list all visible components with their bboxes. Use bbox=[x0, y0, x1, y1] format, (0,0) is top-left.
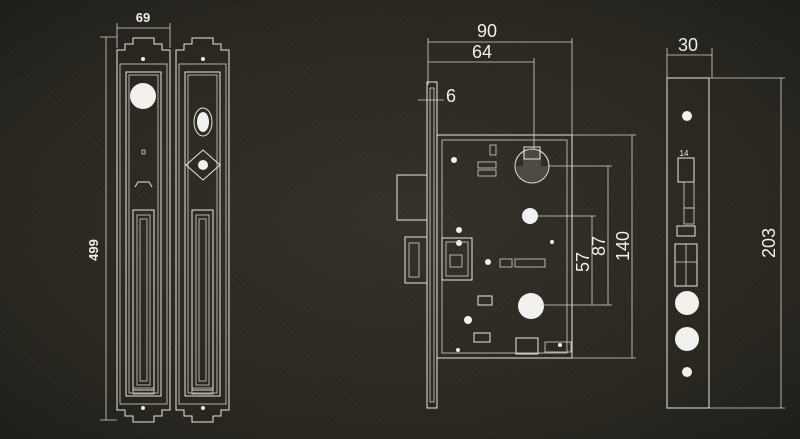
dimension-499: 499 bbox=[86, 36, 117, 421]
side-view: 30 14 203 bbox=[666, 35, 785, 409]
lockbody-view: 90 64 6 bbox=[396, 21, 636, 409]
escutcheon-plate-right bbox=[175, 37, 230, 423]
label-87: 87 bbox=[589, 236, 609, 256]
side-faceplate bbox=[666, 77, 710, 409]
label-6: 6 bbox=[446, 86, 456, 106]
faceplate bbox=[426, 81, 438, 409]
lock-case bbox=[436, 134, 573, 359]
dimension-64: 64 bbox=[428, 42, 535, 150]
thumbturn-hole bbox=[198, 160, 208, 170]
dimension-203: 203 bbox=[709, 77, 785, 409]
dimension-87: 87 bbox=[548, 165, 612, 306]
side-hole-upper bbox=[675, 291, 699, 315]
escutcheon-plate-left bbox=[116, 37, 171, 423]
latch-bolt bbox=[404, 236, 428, 284]
dimension-69: 69 bbox=[116, 10, 171, 48]
lever-hub-bottom bbox=[518, 293, 544, 319]
dimension-90: 90 bbox=[427, 21, 573, 135]
side-hole-lower bbox=[675, 327, 699, 351]
cylinder-hole bbox=[197, 112, 209, 132]
dimension-30: 30 bbox=[666, 35, 713, 78]
front-view: 69 499 bbox=[86, 10, 230, 423]
label-30: 30 bbox=[678, 35, 698, 55]
label-90: 90 bbox=[477, 21, 497, 41]
dimension-6: 6 bbox=[418, 86, 456, 106]
label-203: 203 bbox=[759, 228, 779, 258]
label-14: 14 bbox=[680, 149, 689, 158]
lever-hub-top bbox=[522, 208, 538, 224]
label-69: 69 bbox=[136, 10, 150, 25]
knob-hole-left bbox=[130, 83, 156, 109]
label-57: 57 bbox=[573, 252, 593, 272]
deadbolt bbox=[396, 174, 428, 221]
dimension-57: 57 bbox=[538, 215, 596, 306]
label-499: 499 bbox=[86, 239, 101, 261]
dimension-140: 140 bbox=[572, 134, 636, 359]
label-140: 140 bbox=[613, 231, 633, 261]
label-64: 64 bbox=[472, 42, 492, 62]
